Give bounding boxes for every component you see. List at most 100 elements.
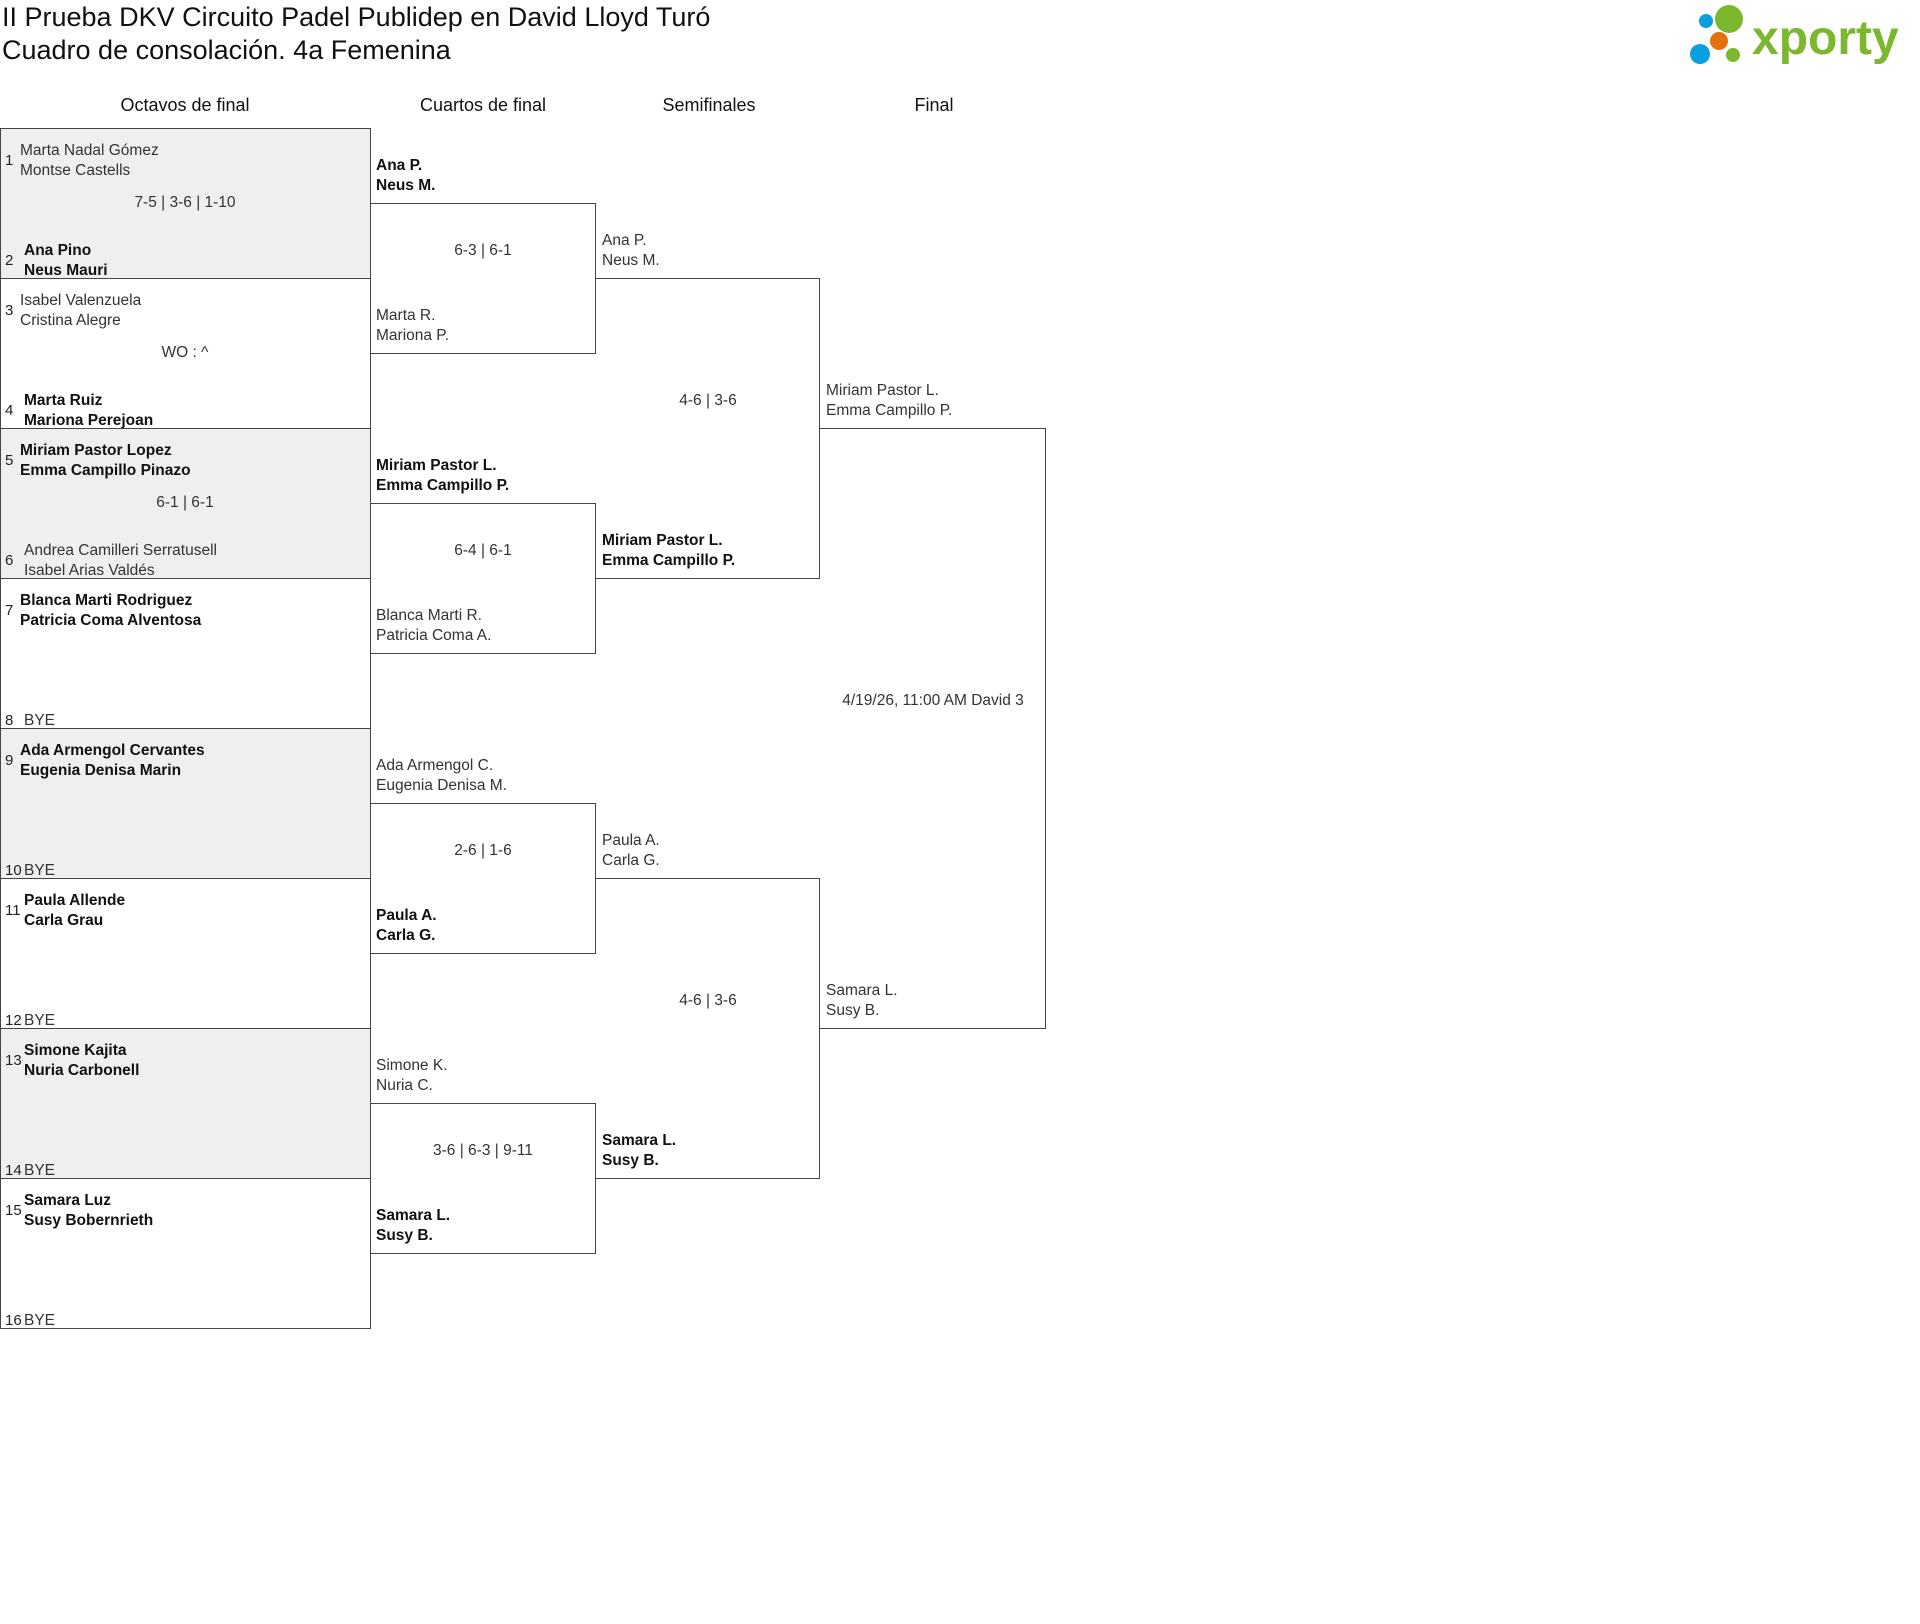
player-name[interactable]: Carla G. <box>602 851 660 869</box>
player-name[interactable]: Paula A. <box>376 907 437 924</box>
match-score: 6-3 | 6-1 <box>454 242 512 259</box>
player-name[interactable]: Simone Kajita <box>24 1042 127 1059</box>
player-name[interactable]: Susy B. <box>826 1001 880 1019</box>
player-name[interactable]: Patricia Coma Alventosa <box>20 611 202 629</box>
player-name[interactable]: Simone K. <box>376 1057 448 1074</box>
player-name[interactable]: Carla G. <box>376 926 436 944</box>
player-name[interactable]: Susy Bobernrieth <box>24 1211 154 1229</box>
player-name[interactable]: Montse Castells <box>20 161 131 179</box>
player-name[interactable]: BYE <box>24 1162 56 1179</box>
player-name[interactable]: Ana P. <box>376 157 423 174</box>
player-name[interactable]: Nuria C. <box>376 1076 433 1094</box>
player-name[interactable]: Miriam Pastor L. <box>602 532 723 549</box>
player-name[interactable]: Ada Armengol Cervantes <box>20 742 205 759</box>
player-name[interactable]: Emma Campillo P. <box>602 551 736 569</box>
player-name[interactable]: BYE <box>24 862 56 879</box>
match-octavos-5 <box>0 728 371 878</box>
player-name[interactable]: Susy B. <box>602 1151 659 1169</box>
round-header-semifinales: Semifinales <box>662 95 756 115</box>
player-name[interactable]: Marta R. <box>376 307 436 324</box>
player-name[interactable]: Miriam Pastor L. <box>376 457 497 474</box>
player-name[interactable]: Susy B. <box>376 1226 433 1244</box>
match-round3-1 <box>596 278 820 579</box>
match-score: 6-1 | 6-1 <box>156 494 214 511</box>
player-name[interactable]: Andrea Camilleri Serratusell <box>24 542 217 559</box>
seed-number: 10 <box>5 861 22 879</box>
player-name[interactable]: Samara L. <box>376 1207 451 1224</box>
player-name[interactable]: Ada Armengol C. <box>376 757 494 774</box>
match-round4-1 <box>820 428 1046 1029</box>
player-name[interactable]: Samara Luz <box>24 1192 112 1209</box>
seed-number: 1 <box>5 151 14 169</box>
seed-number: 11 <box>5 901 21 919</box>
player-name[interactable]: Marta Ruiz <box>24 392 103 409</box>
player-name[interactable]: Miriam Pastor L. <box>826 382 939 399</box>
round-header-octavos: Octavos de final <box>120 95 250 115</box>
player-name[interactable]: Emma Campillo P. <box>826 401 953 419</box>
match-score: 6-4 | 6-1 <box>454 542 512 559</box>
draw-subtitle: Cuadro de consolación. 4a Femenina <box>2 35 451 65</box>
player-name[interactable]: Mariona Perejoan <box>24 411 154 429</box>
player-name[interactable]: Paula Allende <box>24 892 126 909</box>
seed-number: 4 <box>5 401 14 419</box>
player-name[interactable]: Mariona P. <box>376 326 449 344</box>
player-name[interactable]: Samara L. <box>826 982 898 999</box>
player-name[interactable]: Emma Campillo Pinazo <box>20 461 191 479</box>
player-name[interactable]: Miriam Pastor Lopez <box>20 442 172 459</box>
player-name[interactable]: Patricia Coma A. <box>376 626 492 644</box>
seed-number: 8 <box>5 711 14 729</box>
player-name[interactable]: Eugenia Denisa Marin <box>20 761 182 779</box>
match-round2-2 <box>370 503 596 654</box>
xporty-logo: xporty <box>1690 5 1899 65</box>
match-schedule: 4/19/26, 11:00 AM David 3 <box>842 692 1024 709</box>
player-name[interactable]: Cristina Alegre <box>20 311 121 329</box>
match-score: 3-6 | 6-3 | 9-11 <box>433 1142 533 1159</box>
match-score: 4-6 | 3-6 <box>679 992 737 1009</box>
player-name[interactable]: Ana Pino <box>24 242 92 259</box>
player-name[interactable]: Carla Grau <box>24 911 104 929</box>
match-octavos-7 <box>0 1028 371 1178</box>
match-round2-1 <box>370 203 596 354</box>
round-header-final: Final <box>914 95 954 115</box>
player-name[interactable]: Samara L. <box>602 1132 677 1149</box>
player-name[interactable]: Neus Mauri <box>24 261 108 279</box>
seed-number: 2 <box>5 251 14 269</box>
player-name[interactable]: Blanca Marti R. <box>376 607 482 624</box>
seed-number: 12 <box>5 1011 22 1029</box>
seed-number: 3 <box>5 301 14 319</box>
match-score: 7-5 | 3-6 | 1-10 <box>134 194 236 211</box>
seed-number: 9 <box>5 751 14 769</box>
seed-number: 15 <box>5 1201 22 1219</box>
match-score: 4-6 | 3-6 <box>679 392 737 409</box>
match-score: WO : ^ <box>161 344 209 361</box>
match-round2-4 <box>370 1103 596 1254</box>
seed-number: 7 <box>5 601 14 619</box>
player-name[interactable]: BYE <box>24 712 56 729</box>
player-name[interactable]: Paula A. <box>602 832 660 849</box>
tournament-title: II Prueba DKV Circuito Padel Publidep en… <box>2 2 711 32</box>
seed-number: 16 <box>5 1311 22 1329</box>
player-name[interactable]: BYE <box>24 1312 56 1329</box>
player-name[interactable]: Eugenia Denisa M. <box>376 776 507 794</box>
player-name[interactable]: BYE <box>24 1012 56 1029</box>
match-octavos-3 <box>0 428 371 578</box>
match-octavos-1 <box>0 128 371 278</box>
match-round3-2 <box>596 878 820 1179</box>
player-name[interactable]: Marta Nadal Gómez <box>20 142 159 159</box>
player-name[interactable]: Emma Campillo P. <box>376 476 510 494</box>
seed-number: 6 <box>5 551 14 569</box>
svg-text:xporty: xporty <box>1752 12 1899 65</box>
match-round2-3 <box>370 803 596 954</box>
seed-number: 5 <box>5 451 14 469</box>
player-name[interactable]: Neus M. <box>602 251 660 269</box>
seed-number: 13 <box>5 1051 22 1069</box>
player-name[interactable]: Isabel Valenzuela <box>20 292 142 309</box>
player-name[interactable]: Neus M. <box>376 176 436 194</box>
match-score: 2-6 | 1-6 <box>454 842 512 859</box>
seed-number: 14 <box>5 1161 22 1179</box>
player-name[interactable]: Nuria Carbonell <box>24 1061 140 1079</box>
player-name[interactable]: Isabel Arias Valdés <box>24 561 155 579</box>
round-header-cuartos: Cuartos de final <box>419 95 547 115</box>
player-name[interactable]: Ana P. <box>602 232 647 249</box>
player-name[interactable]: Blanca Marti Rodriguez <box>20 592 193 609</box>
